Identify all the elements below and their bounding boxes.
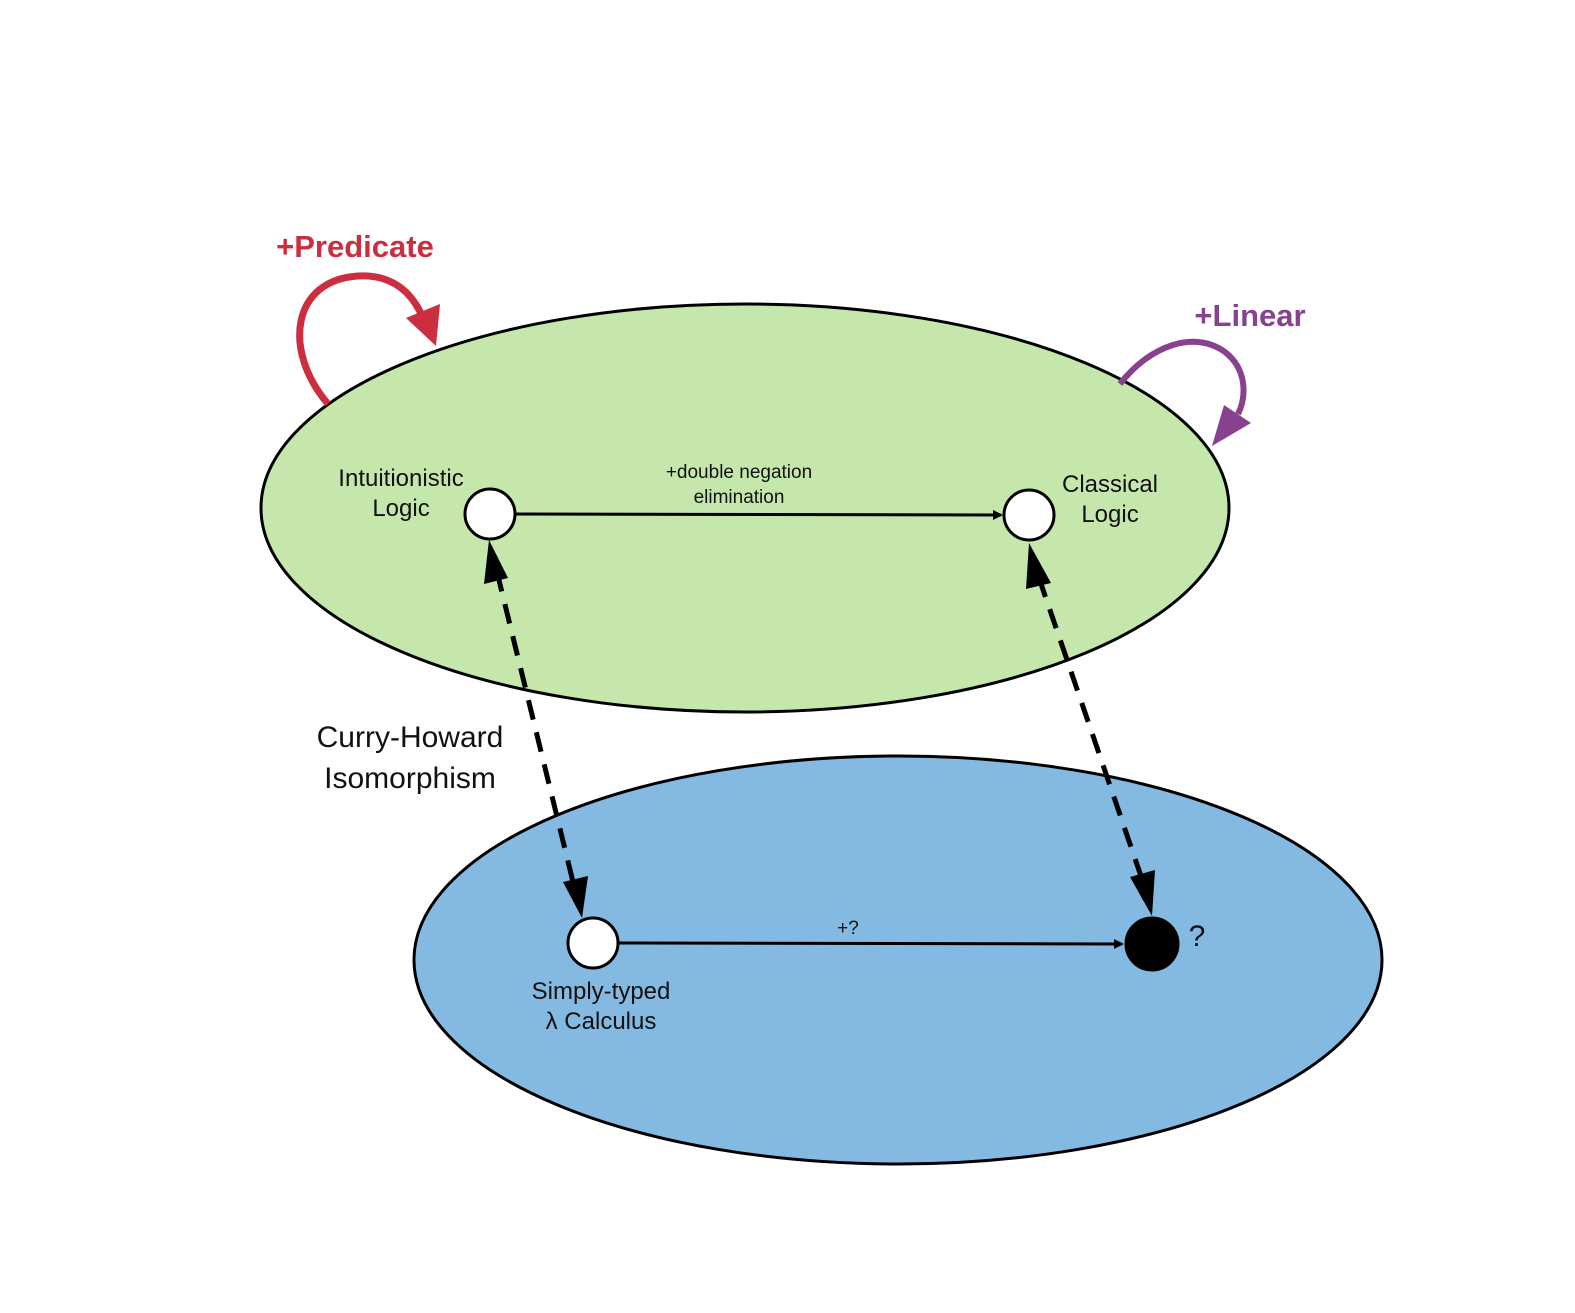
unknown-node — [1124, 916, 1180, 972]
stlc-label-line2: λ Calculus — [546, 1008, 657, 1035]
plus-unknown-arrow — [618, 938, 1124, 949]
curry-howard-label-line2: Isomorphism — [324, 762, 496, 795]
curry-howard-left-head-top — [484, 540, 508, 584]
classical-label-line1: Classical — [1062, 471, 1158, 498]
intuitionistic-node — [463, 487, 517, 541]
curry-howard-left-dashed — [494, 571, 578, 891]
double-negation-label-line2: elimination — [694, 487, 785, 508]
logic-ellipse — [259, 302, 1231, 714]
calculus-ellipse — [412, 754, 1384, 1166]
curry-howard-left-head-bottom — [563, 876, 588, 918]
curry-howard-label-line1: Curry-Howard — [317, 721, 504, 754]
linear-arrowhead — [1212, 405, 1251, 446]
linear-loop-arrow — [1117, 338, 1247, 416]
linear-label: +Linear — [1194, 298, 1305, 333]
predicate-label: +Predicate — [276, 229, 434, 264]
intuitionistic-label-line2: Logic — [372, 495, 429, 522]
classical-node — [1002, 488, 1056, 542]
plus-unknown-label: +? — [837, 918, 859, 939]
stlc-label-line1: Simply-typed — [532, 978, 671, 1005]
stlc-node — [566, 916, 620, 970]
intuitionistic-label-line1: Intuitionistic — [338, 465, 463, 492]
curry-howard-right-dashed — [1036, 577, 1146, 883]
double-negation-arrow — [515, 509, 1003, 520]
unknown-label: ? — [1189, 920, 1206, 953]
predicate-arrowhead — [406, 304, 440, 346]
classical-label-line2: Logic — [1081, 501, 1138, 528]
predicate-loop-arrow — [296, 272, 427, 407]
double-negation-label-line1: +double negation — [666, 462, 812, 483]
curry-howard-right-head-bottom — [1130, 870, 1155, 916]
curry-howard-right-head-top — [1026, 543, 1051, 589]
